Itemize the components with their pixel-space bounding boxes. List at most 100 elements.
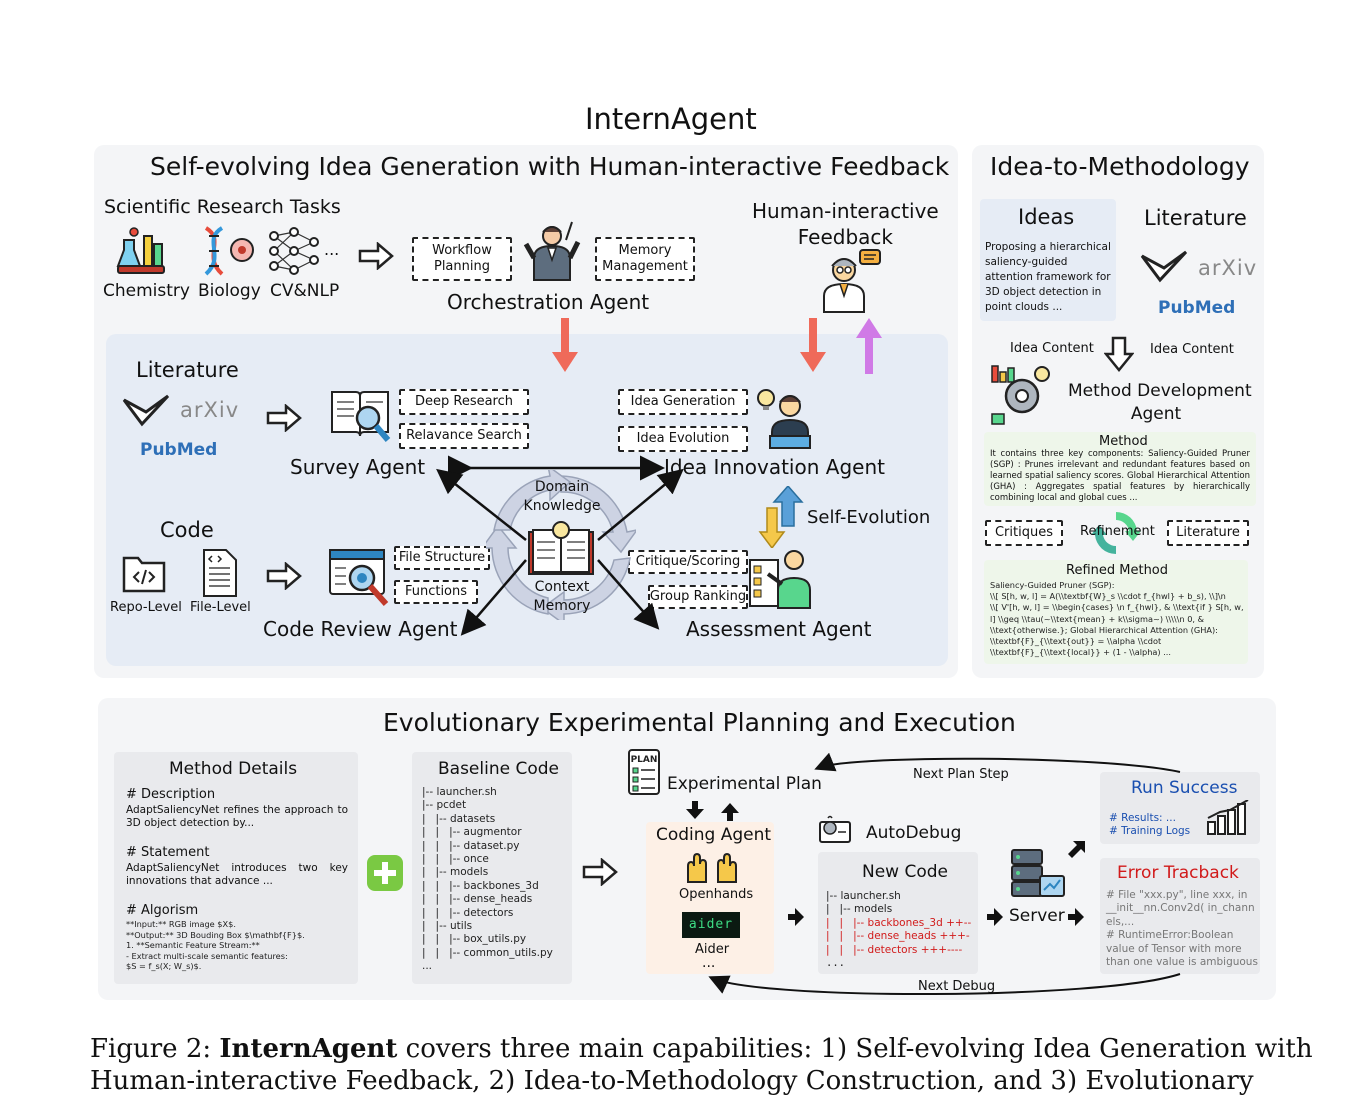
refinement-cycle-icon [1091, 511, 1141, 555]
assessment-agent-label: Assessment Agent [686, 617, 872, 641]
ideas-box [980, 199, 1116, 321]
algorism-heading: # Algorism [126, 903, 199, 918]
new-code-box [818, 852, 978, 974]
method-box [984, 432, 1256, 506]
knowledge-book-icon [528, 521, 594, 575]
literature-box: Literature [1167, 520, 1249, 546]
aider-label: Aider [695, 942, 730, 957]
self-evolution-label: Self-Evolution [807, 507, 931, 528]
next-debug-label: Next Debug [918, 979, 996, 994]
idea-content-left: Idea Content [1010, 341, 1094, 356]
literature-title-2: Literature [1144, 206, 1247, 230]
up-right-arrow-icon [1068, 841, 1085, 858]
new-code-changes: | | |-- backbones_3d ++-- | | |-- dense_… [826, 917, 972, 956]
task-biology: Biology [198, 281, 261, 301]
folder-code-icon [122, 556, 166, 593]
caption-prefix: Figure 2: [90, 1034, 220, 1064]
coding-agent-box [646, 822, 774, 974]
error-title: Error Tracback [1117, 863, 1239, 883]
method-title: Method [1099, 434, 1148, 449]
debug-icon [819, 815, 851, 843]
task-cvnlp: CV&NLP [270, 281, 340, 301]
tasks-title: Scientific Research Tasks [104, 196, 341, 218]
run-success-title: Run Success [1131, 778, 1238, 798]
method-dev-agent-label: Method Development Agent [1068, 381, 1252, 424]
neural-network-icon [269, 227, 319, 275]
plan-clipboard-icon: PLAN [628, 749, 660, 795]
refined-method-box [984, 560, 1248, 664]
orchestration-agent-label: Orchestration Agent [447, 290, 650, 314]
openhands-icon [687, 852, 737, 883]
domain-knowledge-label: Domain Knowledge [523, 479, 601, 514]
statement-text: AdaptSaliencyNet introduces two key inno… [126, 862, 348, 887]
survey-agent-label: Survey Agent [290, 455, 426, 479]
tasks-more: ... [324, 240, 340, 259]
semantic-scholar-logo-2 [1140, 250, 1188, 283]
caption-rest: covers three main capabilities: 1) Self-… [397, 1034, 1313, 1064]
new-code-tree: |-- launcher.sh | |-- models [826, 890, 901, 916]
right-arrow-small-icon [788, 908, 804, 926]
repo-level-label: Repo-Level [110, 600, 182, 615]
file-structure-box: File Structure [394, 546, 490, 570]
human-feedback-label: Human-interactive Feedback [752, 199, 939, 249]
experimental-plan-label: Experimental Plan [667, 774, 822, 794]
memory-management-box: Memory Management [595, 237, 695, 281]
biology-icon [204, 226, 254, 276]
hollow-arrow-icon-3 [266, 562, 302, 590]
baseline-code-box [412, 752, 572, 984]
down-arrow-red-icon [552, 318, 578, 372]
critique-scoring-box: Critique/Scoring [628, 550, 748, 574]
baseline-code-tree: |-- launcher.sh |-- pcdet | |-- datasets… [422, 786, 553, 973]
right-arrow-small-icon-2 [987, 908, 1003, 926]
hollow-arrow-icon-2 [266, 404, 302, 432]
book-search-icon [331, 391, 391, 442]
idea-innovation-agent-label: Idea Innovation Agent [664, 455, 885, 479]
idea-generation-title: Self-evolving Idea Generation with Human… [150, 152, 950, 181]
method-details-box [114, 752, 358, 984]
idea-content-right: Idea Content [1150, 342, 1234, 357]
refined-method-title: Refined Method [1066, 563, 1169, 578]
bar-chart-icon [1207, 800, 1249, 835]
up-down-arrows-icon [686, 801, 739, 821]
hollow-arrow-icon [358, 242, 394, 270]
figure-title: InternAgent [585, 102, 757, 136]
autodebug-label: AutoDebug [866, 823, 962, 843]
description-heading: # Description [126, 787, 216, 802]
refinement-label: Refinement [1080, 524, 1155, 539]
file-level-label: File-Level [190, 600, 251, 615]
relavance-search-box: Relavance Search [399, 423, 529, 449]
critiques-box: Critiques [985, 520, 1063, 546]
figure-caption-line1: Figure 2: InternAgent covers three main … [90, 1034, 1313, 1064]
baseline-code-title: Baseline Code [438, 759, 560, 779]
idea-method-title: Idea-to-Methodology [990, 152, 1250, 181]
method-dev-icon [991, 365, 1050, 425]
scientist-icon [823, 249, 881, 313]
hollow-arrow-icon-4 [582, 858, 618, 886]
idea-evolution-box: Idea Evolution [618, 426, 748, 452]
execution-title: Evolutionary Experimental Planning and E… [383, 708, 1016, 737]
idea-generation-box: Idea Generation [618, 389, 748, 415]
code-review-agent-label: Code Review Agent [263, 617, 458, 641]
arxiv-logo: arXiv [180, 398, 240, 422]
hollow-down-arrow-icon [1104, 336, 1134, 372]
algorism-text: **Input:** RGB image $X$. **Output:** 3D… [126, 919, 305, 972]
pubmed-logo: PubMed [140, 440, 218, 460]
right-arrow-small-icon-3 [1068, 908, 1084, 926]
method-text: It contains three key components: Salien… [990, 449, 1250, 503]
coding-more: ... [702, 955, 716, 971]
up-arrow-purple-icon [856, 318, 882, 374]
arxiv-logo-2: arXiv [1198, 256, 1258, 280]
self-evolution-arrows-icon [758, 486, 804, 548]
code-review-icon [329, 549, 389, 606]
context-memory-label: Context Memory [533, 579, 591, 614]
chemistry-icon [116, 227, 165, 274]
assessor-icon [749, 550, 811, 609]
server-icon [1011, 849, 1065, 897]
error-text: # File "xxx.py", line xxx, in __init__nn… [1106, 889, 1258, 969]
results-label: # Results: ... [1109, 812, 1176, 824]
group-ranking-box: Group Ranking [648, 585, 748, 609]
server-label: Server [1009, 906, 1065, 926]
refined-method-text: Saliency-Guided Pruner (SGP): \\[ S[h, w… [990, 580, 1244, 658]
new-code-more: ... [826, 957, 845, 969]
